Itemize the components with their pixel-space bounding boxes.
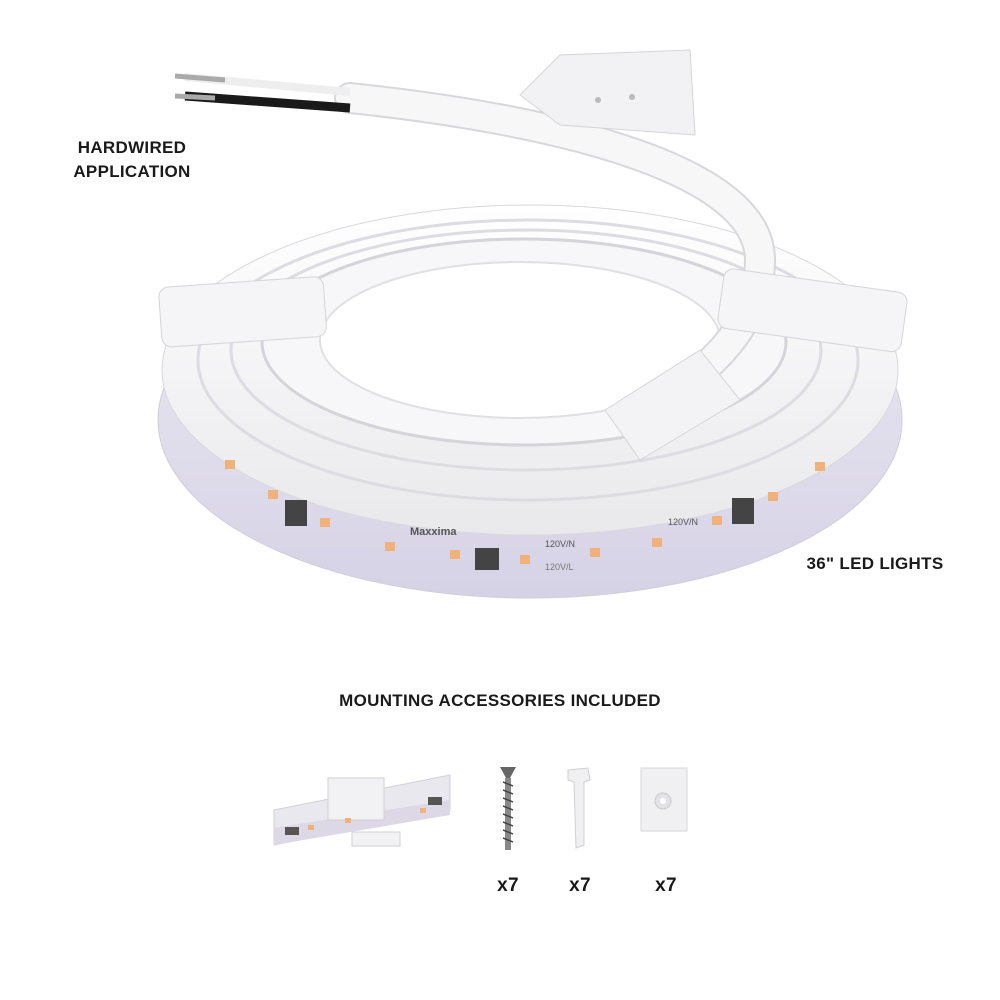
svg-text:120V/N: 120V/N <box>545 539 575 549</box>
clip-count: x7 <box>655 875 677 896</box>
hardwired-application-label: HARDWIRED APPLICATION <box>52 136 212 184</box>
wall-anchor-icon <box>567 767 591 849</box>
velcro-strap-left <box>158 276 327 348</box>
label-line: APPLICATION <box>73 162 191 181</box>
anchor-count: x7 <box>569 875 591 896</box>
screw-icon <box>500 767 516 850</box>
svg-text:120V/N: 120V/N <box>668 517 698 527</box>
power-cable <box>174 73 777 461</box>
led-lights-label: 36" LED LIGHTS <box>806 554 944 573</box>
label-line: HARDWIRED <box>77 138 187 157</box>
svg-text:Maxxima: Maxxima <box>410 526 457 538</box>
svg-text:120V/L: 120V/L <box>545 562 574 572</box>
led-chips <box>225 460 825 570</box>
accessory-clip-on-strip <box>273 774 451 847</box>
velcro-strap-right <box>717 268 908 353</box>
strip-coil <box>157 204 903 599</box>
screw-count: x7 <box>497 875 519 896</box>
end-connector <box>519 49 696 136</box>
mounting-clip-icon <box>640 767 688 832</box>
strip-markings: Maxxima 120V/N 120V/L 120V/N <box>410 517 698 572</box>
accessories-heading: MOUNTING ACCESSORIES INCLUDED <box>339 691 661 710</box>
